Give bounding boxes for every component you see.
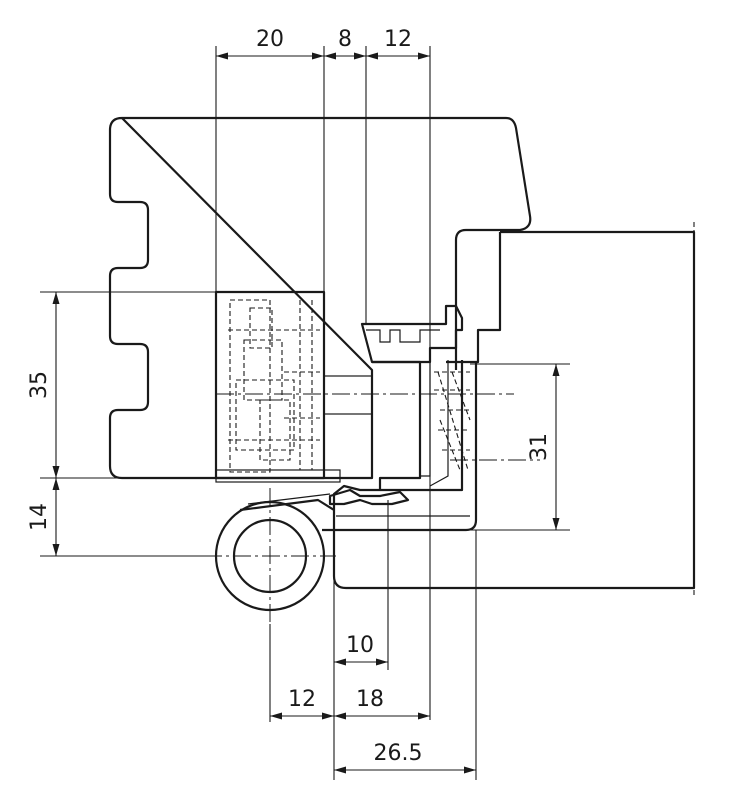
dim-label-14: 14 [27,503,52,531]
dim-label-18: 18 [356,687,384,712]
dim-label-12-top: 12 [384,27,412,52]
dim-label-35: 35 [27,371,52,399]
extension-lines [40,46,570,780]
dimension-labels: 20 8 12 35 14 31 10 12 18 26.5 [27,27,552,766]
clamp-assembly [328,304,478,532]
dim-label-8: 8 [338,27,352,52]
hinge-knuckle [214,493,336,612]
dim-label-12-bottom: 12 [288,687,316,712]
center-lines [204,393,540,624]
dimension-lines [52,52,560,774]
dim-label-10: 10 [346,633,374,658]
frame-profile [108,116,532,480]
dim-label-26-5: 26.5 [374,741,423,766]
dim-label-31: 31 [527,433,552,461]
dim-label-20: 20 [256,27,284,52]
hinge-body [214,290,373,483]
